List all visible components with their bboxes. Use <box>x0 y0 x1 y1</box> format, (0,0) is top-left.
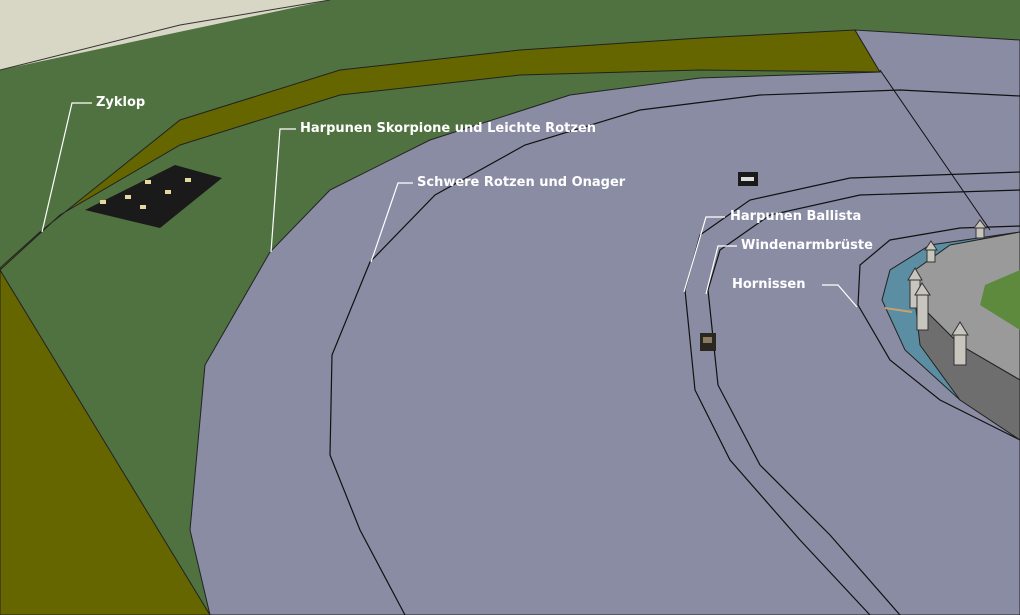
label-pointers <box>41 102 858 308</box>
horizon-edge <box>0 0 331 71</box>
drawbridge <box>884 307 913 313</box>
olive-zone <box>0 29 881 615</box>
ring-hornissen <box>857 225 1020 441</box>
label-zyklop: Zyklop <box>96 95 146 110</box>
castle-courtyard <box>980 270 1020 330</box>
siege-unit-ring <box>700 333 716 351</box>
zyklop-encampment <box>85 165 222 228</box>
label-windenarmbrueste: Windenarmbrüste <box>741 238 873 253</box>
ground-zone <box>189 29 1020 615</box>
label-harpunen-skorpione: Harpunen Skorpione und Leichte Rotzen <box>300 121 596 136</box>
siege-unit-top <box>738 172 758 186</box>
ring-windenarmbrueste <box>707 189 1020 615</box>
label-schwere-rotzen: Schwere Rotzen und Onager <box>417 175 626 190</box>
sky-area <box>0 0 330 70</box>
guide-line <box>879 69 991 231</box>
label-hornissen: Hornissen <box>732 277 806 292</box>
label-harpunen-ballista: Harpunen Ballista <box>730 209 862 224</box>
ring-schwere-rotzen <box>329 89 1020 615</box>
castle-towers <box>907 219 987 366</box>
